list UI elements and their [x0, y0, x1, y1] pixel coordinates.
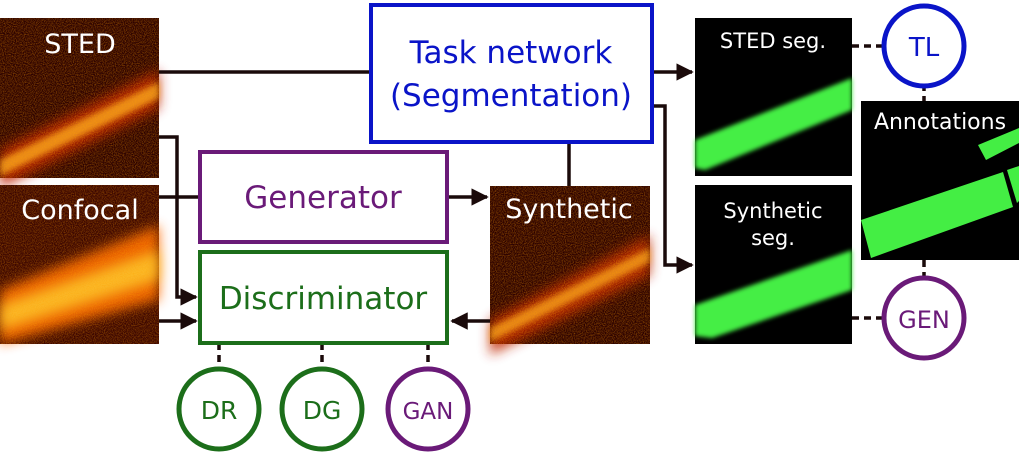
loss-links [217, 44, 926, 368]
discriminator-block: Discriminator [198, 250, 449, 345]
loss-dr-label: DR [201, 396, 238, 425]
loss-gen-label: GEN [898, 306, 950, 334]
loss-gan-label: GAN [403, 399, 454, 425]
annotations-image [861, 101, 1019, 260]
sted-image [0, 18, 159, 188]
annotations-label: Annotations [874, 110, 1006, 135]
generator-block: Generator [198, 150, 449, 244]
loss-tl-label: TL [908, 33, 940, 63]
loss-gen: GEN [881, 275, 967, 361]
synthetic-seg-label-2: seg. [751, 226, 795, 250]
task-network-line1: Task network [409, 35, 613, 71]
synthetic-label: Synthetic [505, 194, 632, 225]
loss-tl: TL [881, 3, 967, 89]
confocal-image [0, 185, 159, 344]
task-network-block: Task network (Segmentation) [369, 3, 654, 144]
sted-seg-label: STED seg. [720, 29, 826, 53]
arrow-task-to-synthetic-seg [652, 104, 694, 274]
loss-dg: DG [279, 366, 365, 452]
loss-gan: GAN [385, 366, 471, 452]
synthetic-seg-image [695, 185, 852, 344]
sted-seg-image [695, 18, 852, 176]
connectors [159, 63, 694, 330]
generator-label: Generator [244, 180, 402, 216]
sted-label: STED [44, 29, 115, 60]
loss-dr: DR [176, 366, 262, 452]
discriminator-label: Discriminator [219, 281, 428, 317]
arrow-sted-to-discriminator [159, 135, 198, 306]
synthetic-image [490, 186, 650, 355]
confocal-label: Confocal [21, 195, 138, 226]
synthetic-seg-label-1: Synthetic [723, 199, 822, 223]
loss-dg-label: DG [303, 396, 342, 425]
task-network-line2: (Segmentation) [390, 78, 632, 114]
